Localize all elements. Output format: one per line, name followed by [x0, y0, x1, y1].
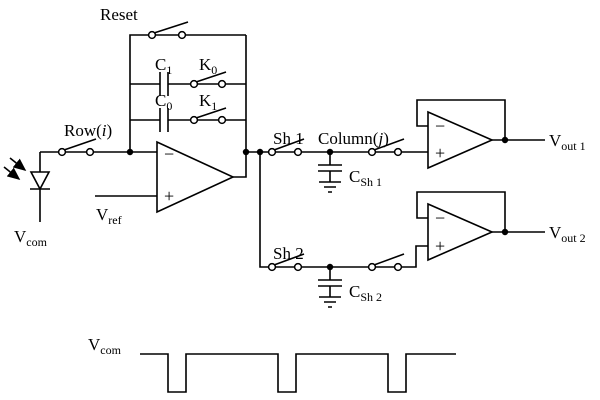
k0-switch-contact — [189, 79, 199, 89]
buffer2-feedback-wire — [416, 191, 545, 233]
c1-capacitor — [159, 72, 169, 96]
vout2-label: Vout 2 — [549, 223, 586, 245]
vout1-label: Vout 1 — [549, 131, 586, 153]
reset-switch-lever — [153, 21, 189, 34]
row-switch-contact — [57, 147, 67, 157]
photodiode — [3, 157, 51, 191]
csh1-capacitor — [318, 152, 342, 193]
buffer2-triangle — [427, 202, 494, 262]
csh1-label: CSh 1 — [349, 167, 382, 189]
column-switch-1-contact — [367, 147, 377, 157]
vcom-label: Vcom — [14, 227, 48, 249]
junction-dot — [326, 148, 334, 156]
photodiode-triangle — [29, 171, 51, 191]
buffer-opamp-2: − + Vout 2 — [416, 191, 586, 262]
k0-switch-lever — [195, 71, 227, 83]
sh1-label: Sh 1 — [273, 129, 304, 148]
vcom-waveform: Vcom — [88, 335, 456, 393]
column-switch-2-contact — [367, 262, 377, 272]
column-switch-1 — [367, 138, 405, 157]
sh2-switch-contact — [267, 262, 277, 272]
reset-switch-contact — [177, 30, 187, 40]
column-switch-1-lever — [373, 138, 405, 151]
sh2-switch — [267, 253, 305, 272]
csh1-wires — [318, 152, 342, 182]
row-label: Row(i) — [64, 121, 112, 140]
integrator-triangle — [156, 140, 235, 214]
junction-dot — [242, 148, 250, 156]
reset-label: Reset — [100, 5, 138, 24]
k1-switch-contact — [217, 115, 227, 125]
csh2-label: CSh 2 — [349, 282, 382, 304]
row-switch-lever — [63, 138, 97, 151]
vcom-waveform-label: Vcom — [88, 335, 122, 357]
k1-switch-contact — [189, 115, 199, 125]
sh2-label: Sh 2 — [273, 244, 304, 263]
buffer1-triangle — [427, 110, 494, 170]
input-stage: Row(i) Vcom — [3, 121, 157, 249]
k1-label: K1 — [199, 91, 217, 113]
csh2-wires — [318, 267, 342, 297]
k0-label: K0 — [199, 55, 217, 77]
column-switch-1-contact — [393, 147, 403, 157]
reset-switch — [147, 21, 189, 40]
junction-dot — [501, 228, 509, 236]
junction-dot — [126, 148, 134, 156]
junction-dot — [326, 263, 334, 271]
k1-switch — [189, 107, 227, 125]
k0-switch — [189, 71, 227, 89]
row-switch-contact — [85, 147, 95, 157]
sh1-switch — [267, 138, 305, 157]
feedback-network: Reset C1 K0 C0 K1 — [100, 5, 247, 178]
column-switch-2-lever — [373, 253, 405, 266]
integrator-minus-input: − — [164, 144, 174, 164]
light-arrow-icon — [9, 157, 27, 171]
integrator-plus-input: + — [164, 186, 174, 206]
reset-switch-contact — [147, 30, 157, 40]
buffer-opamp-1: − + Vout 1 — [416, 99, 586, 170]
buffer2-minus-input: − — [435, 208, 445, 228]
sh2-wires — [259, 152, 428, 268]
row-switch — [57, 138, 97, 157]
csh2-ground-icon — [319, 296, 341, 308]
sh1-switch-contact — [293, 147, 303, 157]
k0-switch-contact — [217, 79, 227, 89]
sample-hold-2: Sh 2 CSh 2 — [259, 152, 428, 308]
integrator-opamp: − + Vref — [95, 140, 235, 227]
sh2-switch-lever — [273, 253, 305, 266]
buffer1-minus-input: − — [435, 116, 445, 136]
buffer2-plus-input: + — [435, 236, 445, 256]
light-arrow-icon — [3, 166, 21, 180]
column-label: Column(j) — [318, 129, 389, 148]
sample-hold-1: Sh 1 Column(j) CSh 1 — [242, 129, 428, 193]
junction-dot — [501, 136, 509, 144]
c1-label: C1 — [155, 55, 172, 77]
column-switch-2 — [367, 253, 405, 272]
c0-capacitor — [159, 108, 169, 132]
c0-label: C0 — [155, 91, 172, 113]
vref-label: Vref — [96, 205, 122, 227]
csh2-capacitor — [318, 267, 342, 308]
k1-switch-lever — [195, 107, 227, 119]
sh1-switch-lever — [273, 138, 305, 151]
feedback-wires — [129, 34, 247, 178]
sh1-switch-contact — [267, 147, 277, 157]
sh2-switch-contact — [293, 262, 303, 272]
vcom-waveform-trace — [140, 353, 456, 393]
buffer1-feedback-wire — [416, 99, 545, 141]
csh1-ground-icon — [319, 181, 341, 193]
buffer1-plus-input: + — [435, 143, 445, 163]
column-switch-2-contact — [393, 262, 403, 272]
